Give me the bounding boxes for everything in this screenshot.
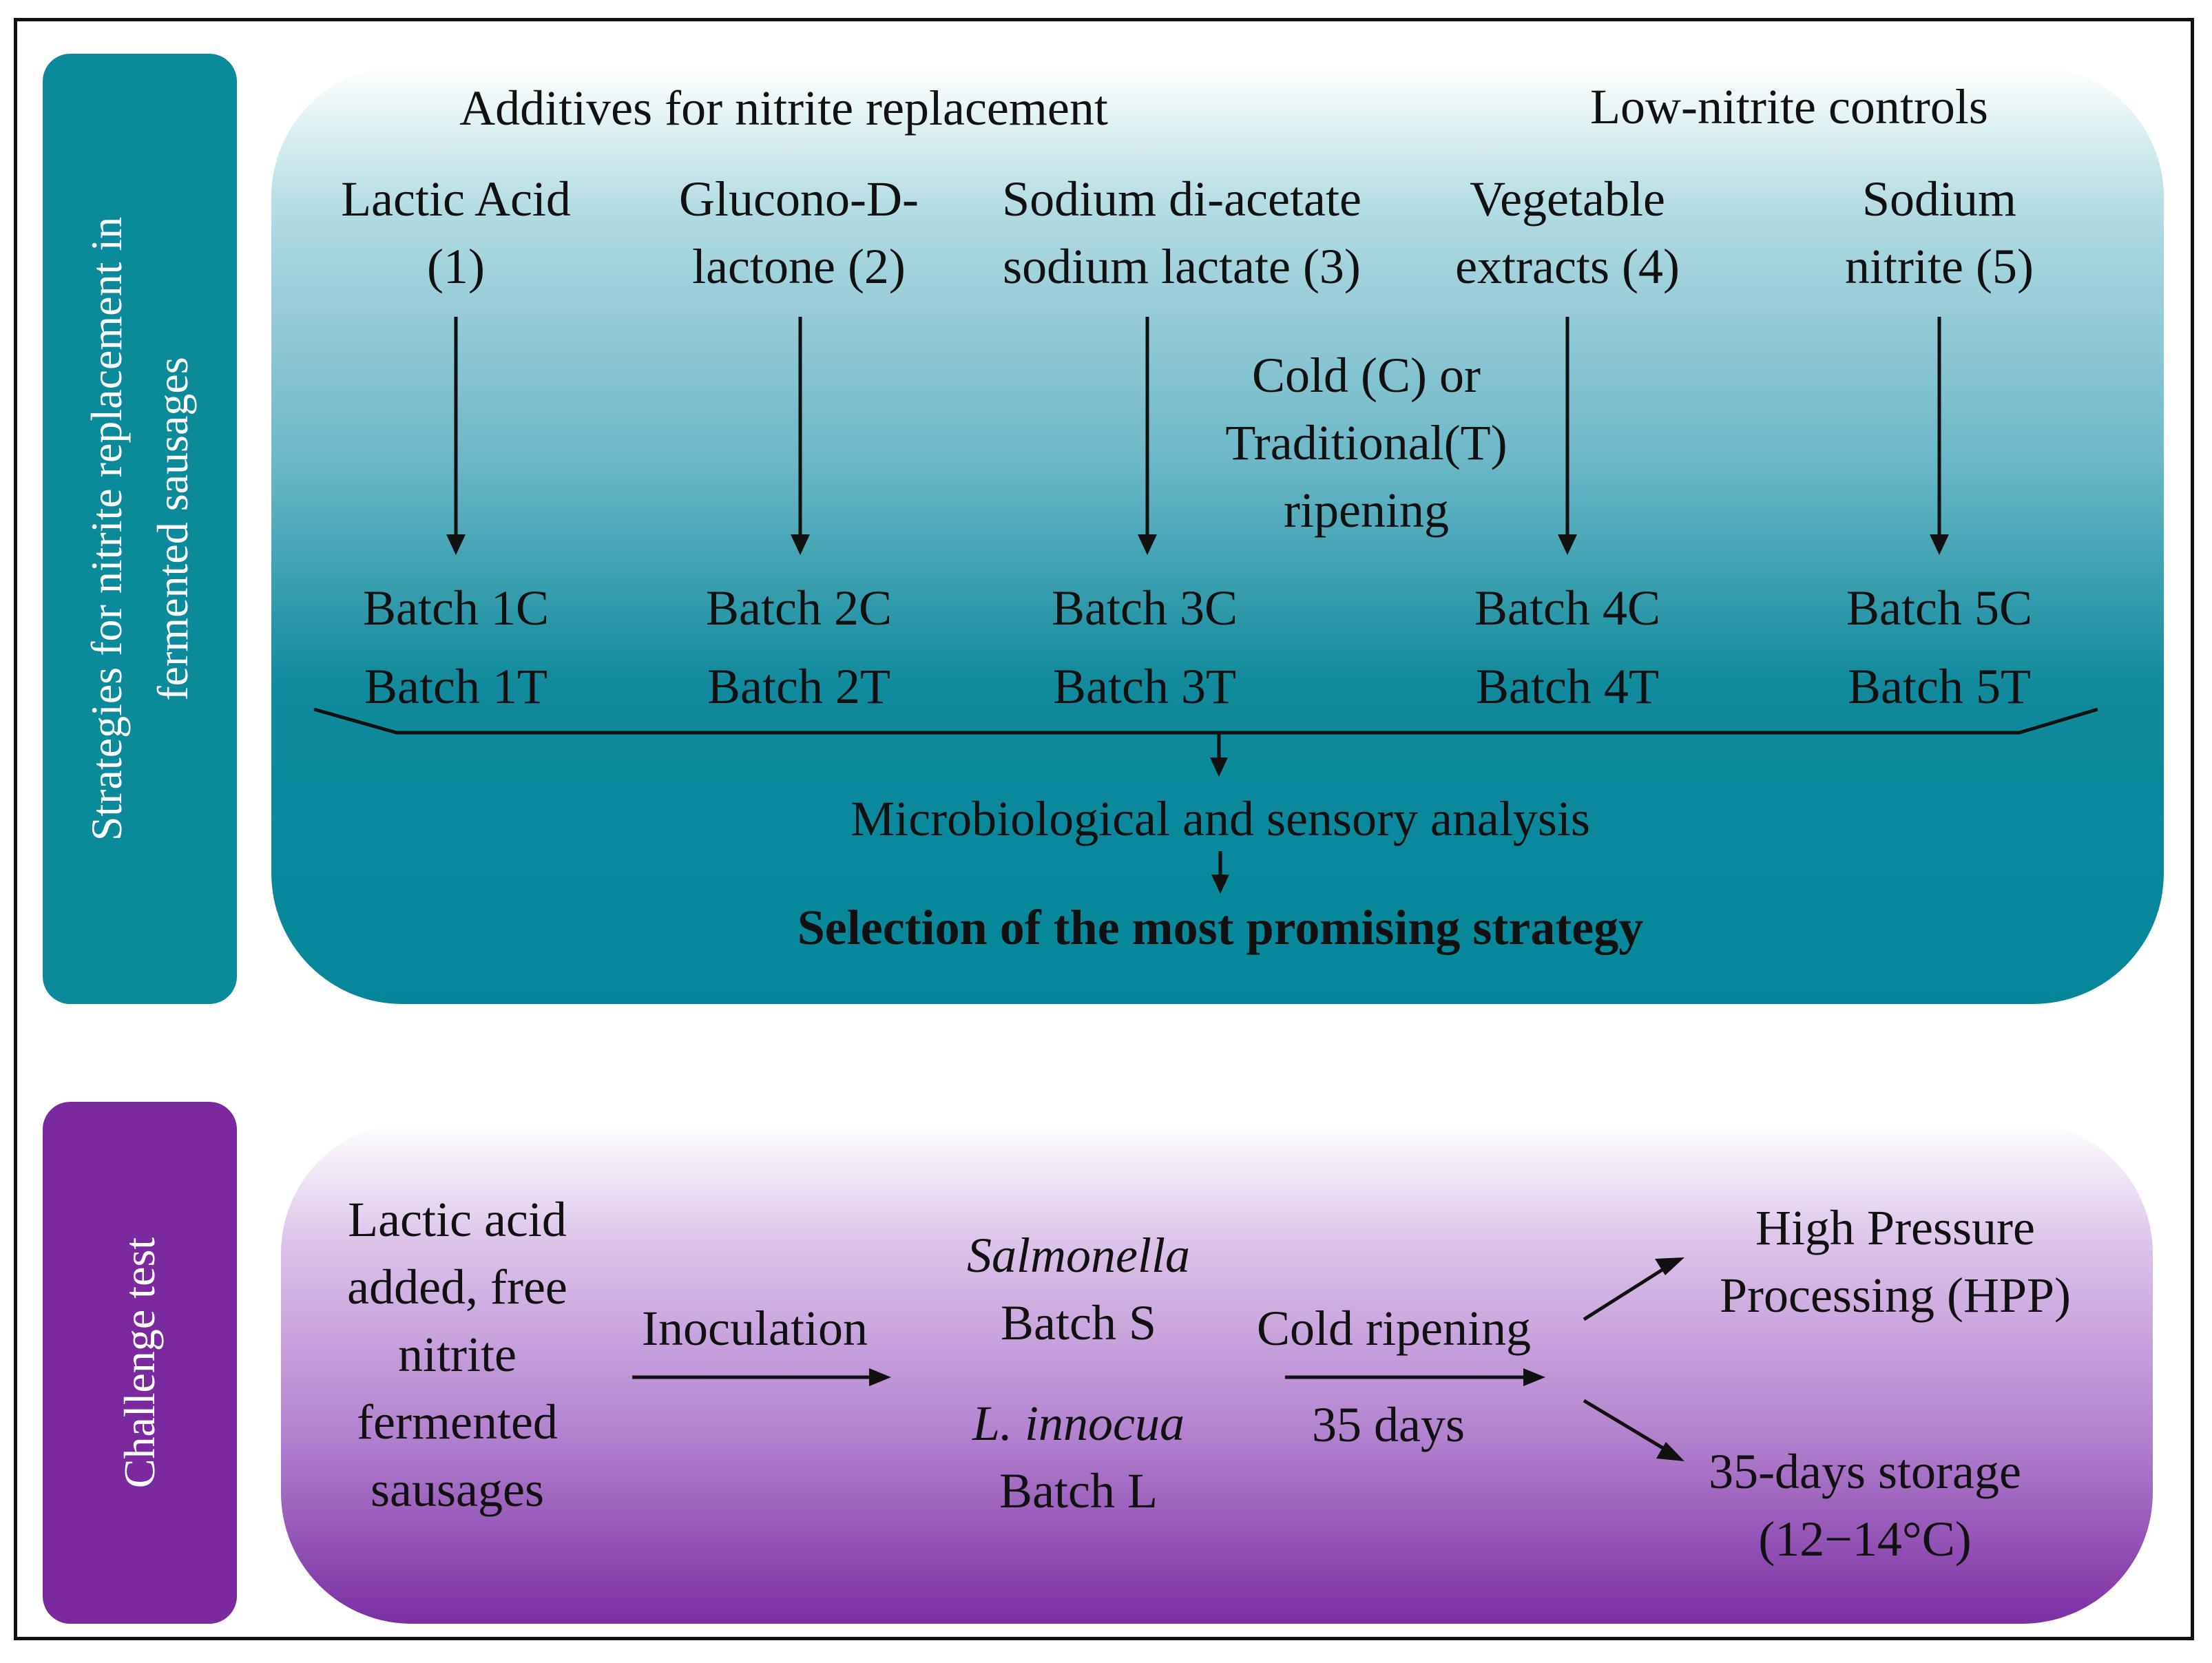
batch-5t: Batch 5T	[1848, 659, 2031, 714]
hpp-outcome: High Pressure Processing (HPP)	[1720, 1194, 2071, 1329]
arrowhead-strategy-1	[446, 534, 466, 555]
starting-material-line1: Lactic acid	[348, 1192, 567, 1247]
arrowhead-to-storage	[1656, 1442, 1684, 1461]
arrowhead-strategy-2	[791, 534, 810, 555]
controls-heading: Low-nitrite controls	[1590, 79, 1988, 134]
batch-5c: Batch 5C	[1846, 581, 2032, 636]
batch-4c: Batch 4C	[1474, 581, 1660, 636]
inoculation-label: Inoculation	[642, 1301, 868, 1356]
hpp-line1: High Pressure	[1755, 1200, 2035, 1255]
batch-1t: Batch 1T	[364, 659, 547, 714]
storage-line1: 35-days storage	[1709, 1444, 2021, 1499]
figure-frame	[14, 18, 2194, 1640]
batch-2t: Batch 2T	[707, 659, 890, 714]
arrowhead-strategy-5	[1930, 534, 1949, 555]
additives-heading: Additives for nitrite replacement	[459, 81, 1108, 136]
batch-group-3: Batch 3C Batch 3T	[1052, 569, 1238, 726]
strategy-3-line1: Sodium di-acetate	[1002, 171, 1361, 227]
batch-2c: Batch 2C	[706, 581, 892, 636]
cold-ripening-label: Cold ripening	[1257, 1301, 1531, 1356]
challenge-test-sidebar: Challenge test	[43, 1102, 237, 1624]
batch-group-5: Batch 5C Batch 5T	[1846, 569, 2032, 726]
strategy-3-line2: sodium lactate (3)	[1003, 239, 1361, 294]
starting-material: Lactic acid added, free nitrite fermente…	[347, 1186, 567, 1523]
starting-material-line5: sausages	[371, 1462, 544, 1517]
strategy-1-label: Lactic Acid (1)	[341, 165, 571, 300]
strategy-3-label: Sodium di-acetate sodium lactate (3)	[1002, 165, 1361, 300]
arrowhead-to-selection	[1211, 875, 1229, 894]
hpp-line2: Processing (HPP)	[1719, 1268, 2072, 1323]
storage-outcome: 35-days storage (12−14°C)	[1709, 1438, 2021, 1573]
ripening-line2: Traditional(T)	[1225, 415, 1507, 470]
l-innocua-group: L. innocua Batch L	[972, 1390, 1185, 1525]
strategy-2-line2: lactone (2)	[692, 239, 906, 294]
strategy-5-line2: nitrite (5)	[1845, 239, 2034, 294]
strategy-4-line2: extracts (4)	[1455, 239, 1680, 294]
strategy-4-line1: Vegetable	[1470, 171, 1665, 227]
ripening-line1: Cold (C) or	[1252, 348, 1481, 403]
starting-material-line2: added, free	[347, 1259, 567, 1315]
batch-3t: Batch 3T	[1053, 659, 1236, 714]
strategy-4-label: Vegetable extracts (4)	[1455, 165, 1680, 300]
arrowhead-strategy-3	[1138, 534, 1157, 555]
strategy-5-label: Sodium nitrite (5)	[1845, 165, 2034, 300]
challenge-test-panel	[281, 1122, 2153, 1624]
batch-l: Batch L	[999, 1463, 1158, 1518]
batch-3c: Batch 3C	[1052, 581, 1238, 636]
arrow-to-storage	[1583, 1399, 1668, 1452]
batch-group-4: Batch 4C Batch 4T	[1474, 569, 1660, 726]
batch-4t: Batch 4T	[1476, 659, 1659, 714]
ripening-line3: ripening	[1284, 483, 1449, 538]
arrowhead-to-analysis	[1210, 757, 1228, 777]
strategy-1-line1: Lactic Acid	[341, 171, 571, 227]
batches-brace	[313, 707, 2098, 735]
strategy-1-line2: (1)	[427, 239, 485, 294]
ripening-note: Cold (C) or Traditional(T) ripening	[1225, 342, 1507, 544]
starting-material-line3: nitrite	[398, 1327, 517, 1382]
batch-group-1: Batch 1C Batch 1T	[363, 569, 549, 726]
arrowhead-inoculation	[869, 1368, 891, 1386]
arrowhead-strategy-4	[1558, 534, 1577, 555]
strategy-2-line1: Glucono-D-	[679, 171, 919, 227]
strategies-panel	[271, 66, 2164, 1004]
selection-step: Selection of the most promising strategy	[797, 900, 1644, 955]
batch-1c: Batch 1C	[363, 581, 549, 636]
analysis-step: Microbiological and sensory analysis	[851, 791, 1590, 846]
batch-group-2: Batch 2C Batch 2T	[706, 569, 892, 726]
arrow-to-hpp	[1583, 1265, 1668, 1321]
starting-material-line4: fermented	[357, 1394, 558, 1450]
strategy-5-line1: Sodium	[1861, 171, 2017, 227]
salmonella-label: Salmonella	[967, 1228, 1190, 1283]
l-innocua-label: L. innocua	[972, 1396, 1185, 1451]
batch-s: Batch S	[1001, 1295, 1156, 1350]
strategies-sidebar: Strategies for nitrite replacement in fe…	[43, 54, 237, 1004]
duration-label: 35 days	[1312, 1397, 1465, 1452]
salmonella-group: Salmonella Batch S	[967, 1222, 1190, 1357]
arrowhead-cold-ripening	[1523, 1368, 1545, 1386]
arrowhead-to-hpp	[1655, 1257, 1684, 1275]
strategy-2-label: Glucono-D- lactone (2)	[679, 165, 919, 300]
storage-line2: (12−14°C)	[1758, 1512, 1972, 1567]
